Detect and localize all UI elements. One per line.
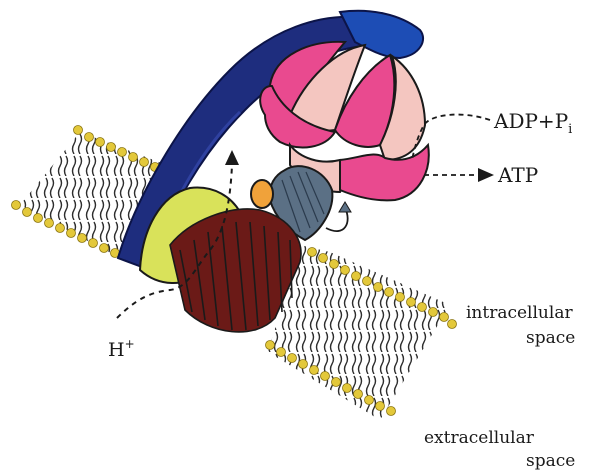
intracellular-label-line2: space [526, 328, 575, 348]
intracellular-label-line1: intracellular [466, 303, 573, 323]
extracellular-label-line2: space [526, 451, 575, 471]
atp-label: ATP [497, 163, 538, 187]
atp-pathway [424, 168, 494, 182]
atp-arrow-head [478, 168, 494, 182]
proton-label: H+ [108, 337, 135, 361]
proton-arrow-head [225, 150, 239, 165]
extracellular-label-line1: extracellular [424, 428, 535, 448]
rotation-arrow-head [339, 202, 351, 212]
orange-subunit [251, 180, 273, 208]
adp-pi-label: ADP+Pi [493, 109, 572, 137]
